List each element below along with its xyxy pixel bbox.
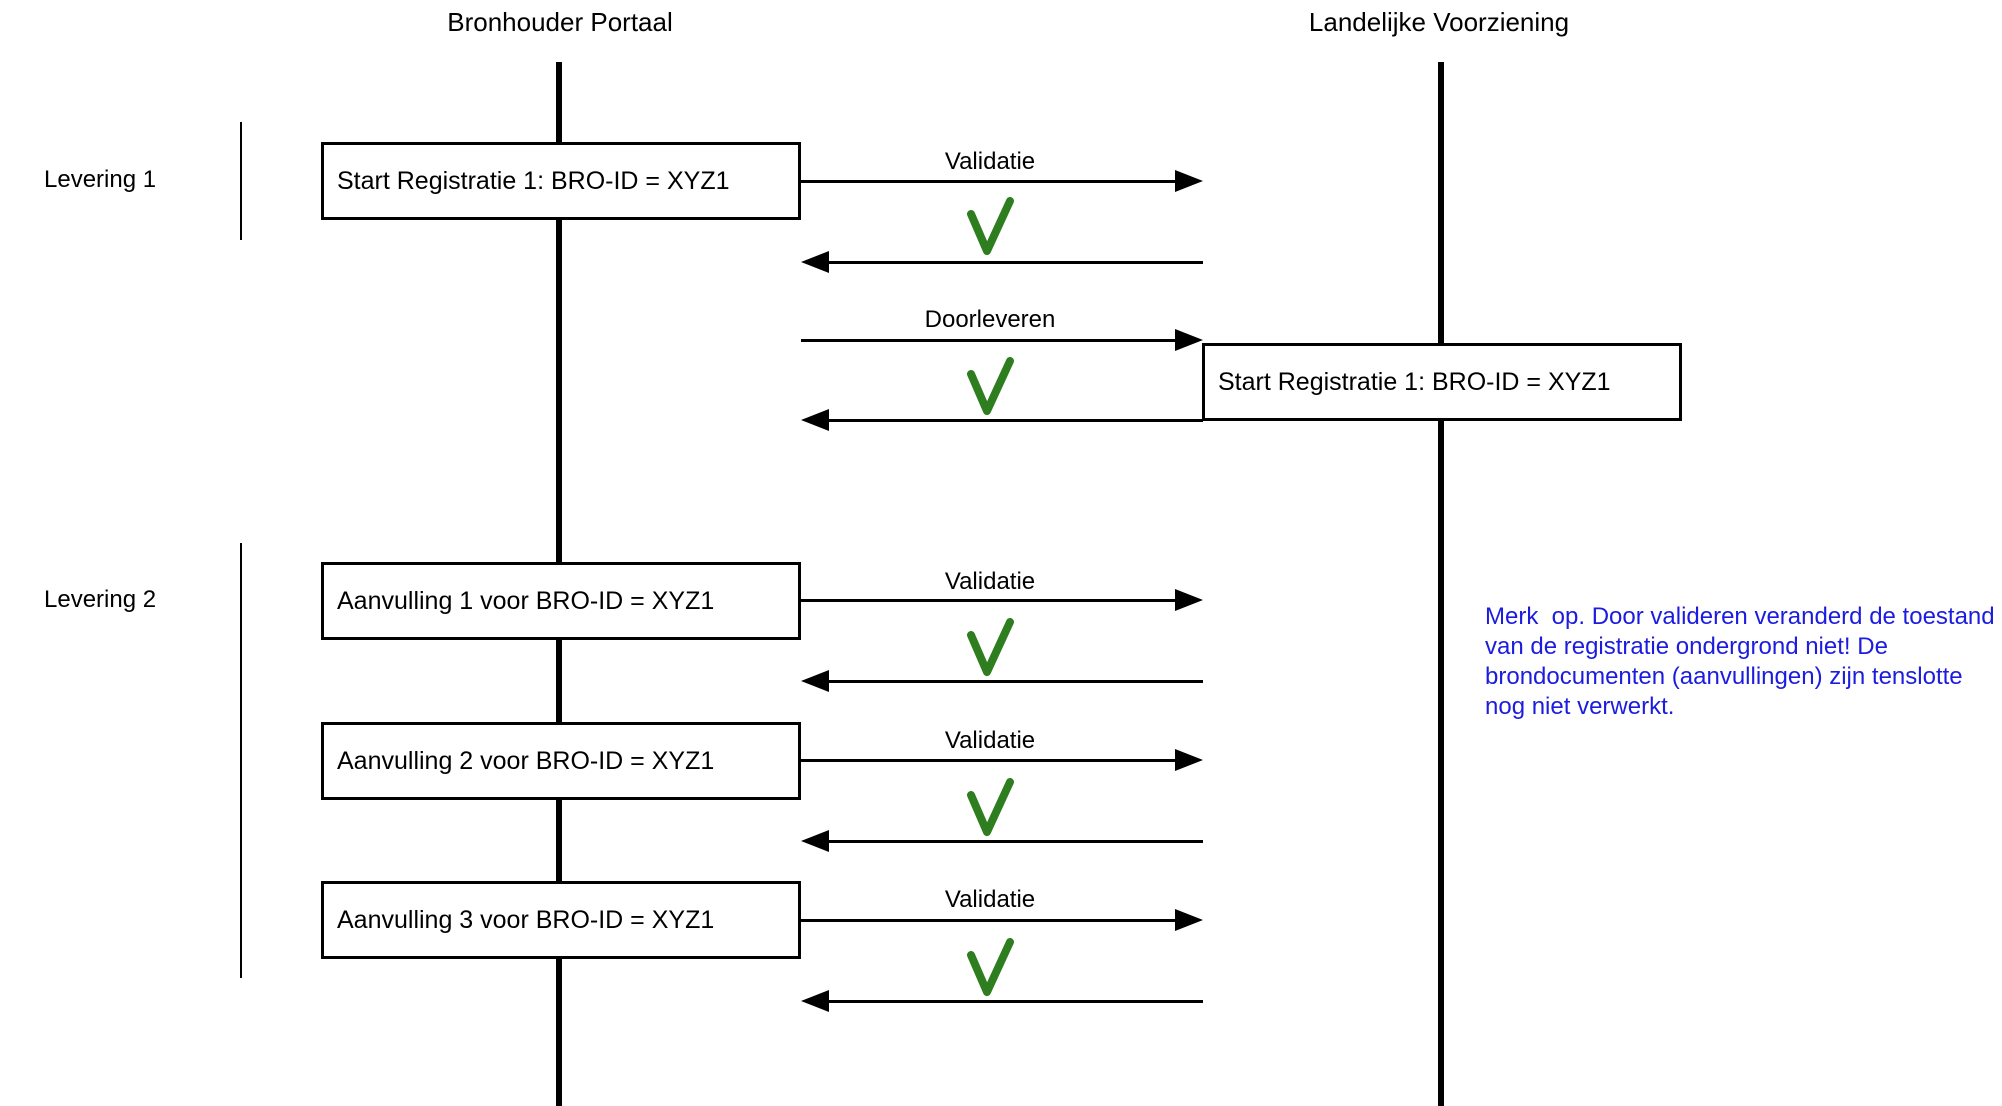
- validatie-response-arrow-3: [801, 830, 1203, 852]
- message-box-text: Start Registratie 1: BRO-ID = XYZ1: [1218, 367, 1611, 396]
- group-label-levering-1: Levering 1: [44, 166, 157, 193]
- arrow-label-validatie-1: Validatie: [944, 148, 1036, 175]
- message-box-aanvulling-1: Aanvulling 1 voor BRO-ID = XYZ1: [321, 562, 801, 640]
- validatie-response-arrow-4: [801, 990, 1203, 1012]
- success-check-icon-4: [967, 778, 1014, 836]
- lane-header-landelijke-voorziening: Landelijke Voorziening: [1308, 7, 1570, 37]
- message-box-start-registratie-portaal: Start Registratie 1: BRO-ID = XYZ1: [321, 142, 801, 220]
- lifeline-landelijke-voorziening: [1438, 62, 1444, 1106]
- success-check-icon-2: [967, 357, 1014, 415]
- message-box-start-registratie-lv: Start Registratie 1: BRO-ID = XYZ1: [1202, 343, 1682, 421]
- message-box-aanvulling-2: Aanvulling 2 voor BRO-ID = XYZ1: [321, 722, 801, 800]
- message-box-text: Start Registratie 1: BRO-ID = XYZ1: [337, 166, 730, 195]
- validatie-request-arrow-1: [801, 170, 1203, 192]
- group-bracket-levering-2: [240, 543, 242, 978]
- validatie-request-arrow-2: [801, 589, 1203, 611]
- arrow-label-doorleveren: Doorleveren: [924, 306, 1056, 333]
- message-box-text: Aanvulling 2 voor BRO-ID = XYZ1: [337, 746, 715, 775]
- success-check-icon-1: [967, 197, 1014, 255]
- group-bracket-levering-1: [240, 122, 242, 240]
- success-check-icon-5: [967, 938, 1014, 996]
- message-box-text: Aanvulling 1 voor BRO-ID = XYZ1: [337, 586, 715, 615]
- arrow-label-validatie-2: Validatie: [944, 568, 1036, 595]
- doorleveren-request-arrow: [801, 329, 1203, 351]
- note-text: Merk op. Door valideren veranderd de toe…: [1485, 603, 1995, 720]
- validatie-request-arrow-3: [801, 749, 1203, 771]
- arrow-label-validatie-4: Validatie: [944, 886, 1036, 913]
- validatie-response-arrow-2: [801, 670, 1203, 692]
- message-box-text: Aanvulling 3 voor BRO-ID = XYZ1: [337, 905, 715, 934]
- success-check-icon-3: [967, 618, 1014, 676]
- group-label-levering-2: Levering 2: [44, 586, 157, 613]
- validatie-request-arrow-4: [801, 909, 1203, 931]
- message-box-aanvulling-3: Aanvulling 3 voor BRO-ID = XYZ1: [321, 881, 801, 959]
- lane-header-bronhouder-portaal: Bronhouder Portaal: [447, 7, 673, 37]
- arrow-label-validatie-3: Validatie: [944, 727, 1036, 754]
- validatie-response-arrow-1: [801, 251, 1203, 273]
- doorleveren-response-arrow: [801, 409, 1203, 431]
